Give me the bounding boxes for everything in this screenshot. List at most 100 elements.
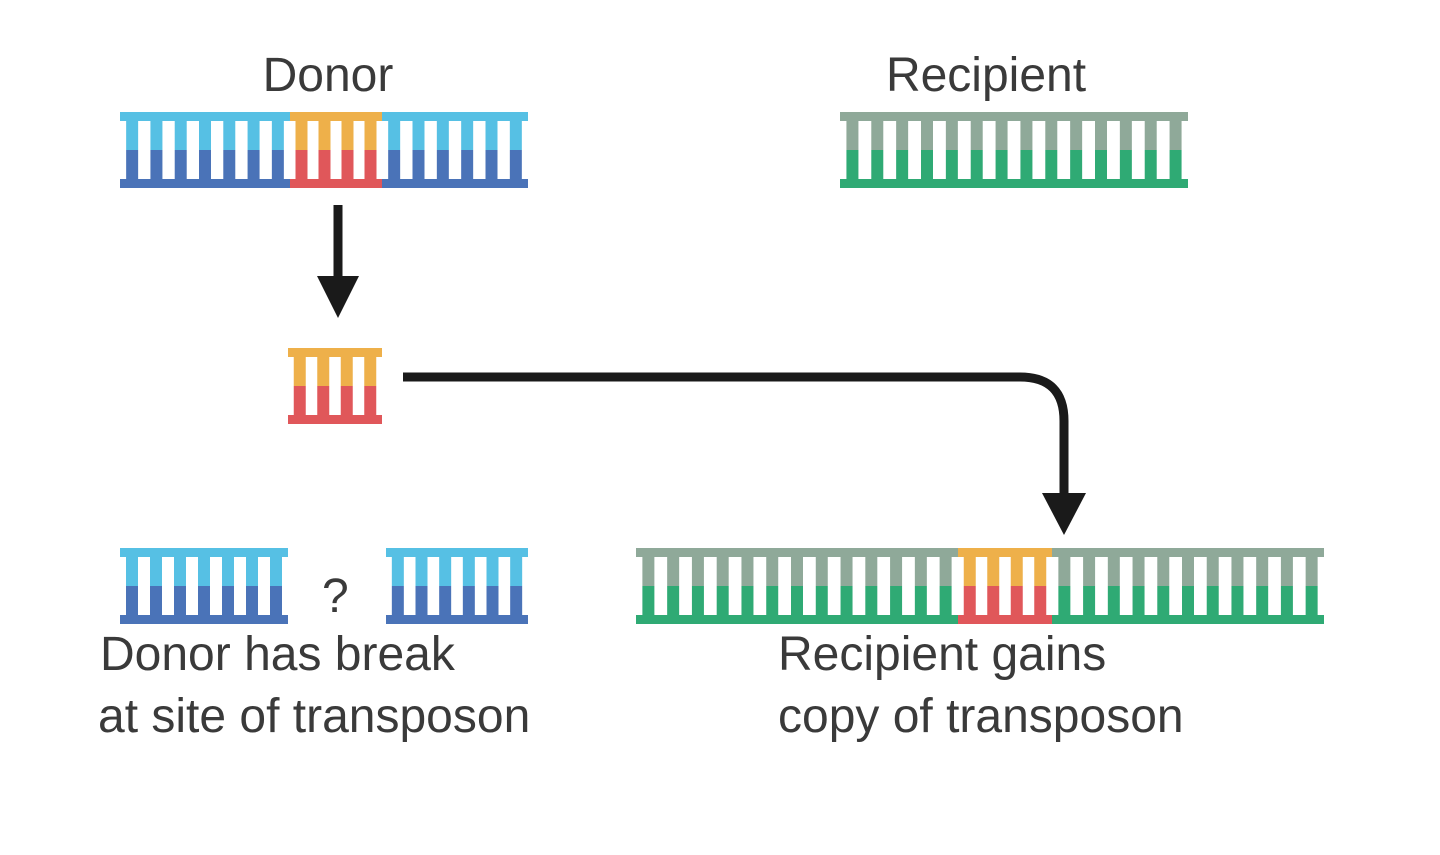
inserted-transposon-base-pair (987, 548, 1000, 624)
recipient-left-section-base-pair (716, 548, 729, 624)
recipient-result-line2: copy of transposon (778, 690, 1184, 743)
donor-right-section-base-pair (388, 112, 401, 188)
donor-transposon-base-pair (364, 112, 377, 188)
donor-left-section-base-pair (199, 112, 211, 188)
broken-donor-right-bottom-strand (386, 615, 528, 624)
recipient-right-section-base-pair (1182, 548, 1194, 624)
donor-right-section-bottom-strand (382, 179, 528, 188)
cut-out-arrow-head (317, 276, 359, 318)
donor-left-section-base-pair (271, 112, 284, 188)
recipient-dna-base-pair (1070, 112, 1083, 188)
recipient-result-line1: Recipient gains (778, 628, 1107, 681)
recipient-dna (840, 112, 1188, 188)
inserted-transposon-base-pair (1034, 548, 1047, 624)
donor-left-section-base-pair (150, 112, 163, 188)
recipient-right-section-base-pair (1083, 548, 1096, 624)
recipient-right-section-base-pair (1157, 548, 1170, 624)
excised-transposon-base-pair (293, 348, 306, 424)
recipient-left-section-base-pair (840, 548, 853, 624)
donor-transposon-base-pair (318, 112, 331, 188)
donor-right-section-base-pair (461, 112, 474, 188)
recipient-dna-base-pair (1144, 112, 1157, 188)
recipient-dna-base-pair (1169, 112, 1182, 188)
recipient-dna-top-strand (840, 112, 1188, 121)
donor-right-section-base-pair (485, 112, 498, 188)
donor-transposon-base-pair (295, 112, 308, 188)
recipient-left-section-base-pair (914, 548, 927, 624)
donor-left-section-base-pair (223, 112, 236, 188)
broken-donor-left-base-pair (222, 548, 234, 624)
recipient-right-section-base-pair (1206, 548, 1219, 624)
recipient-right-section (1052, 548, 1324, 624)
donor-transposon-bottom-strand (290, 179, 382, 188)
recipient-title: Recipient (885, 49, 1087, 102)
recipient-dna-base-pair (1045, 112, 1058, 188)
insertion-arrow (403, 372, 1086, 535)
broken-donor-right-base-pair (391, 548, 404, 624)
recipient-left-section-base-pair (791, 548, 803, 624)
recipient-dna-base-pair (1020, 112, 1033, 188)
broken-donor-right-base-pair (486, 548, 499, 624)
recipient-dna-base-pair (846, 112, 859, 188)
donor-transposon (290, 112, 382, 188)
recipient-left-section-base-pair (741, 548, 754, 624)
recipient-dna-base-pair (1119, 112, 1132, 188)
broken-donor-left-base-pair (126, 548, 138, 624)
broken-donor-left-base-pair (174, 548, 186, 624)
broken-donor-right (386, 548, 528, 624)
inserted-transposon-base-pair (963, 548, 976, 624)
broken-donor-right-base-pair (510, 548, 523, 624)
excised-transposon-base-pair (317, 348, 330, 424)
excised-transposon-base-pair (364, 348, 377, 424)
donor-right-section-base-pair (412, 112, 425, 188)
recipient-left-section-base-pair (691, 548, 704, 624)
donor-left-section-base-pair (174, 112, 187, 188)
excised-transposon (288, 348, 382, 424)
donor-right-section-top-strand (382, 112, 528, 121)
recipient-left-section-base-pair (939, 548, 952, 624)
recipient-right-section-base-pair (1305, 548, 1318, 624)
recipient-dna-bottom-strand (840, 179, 1188, 188)
broken-donor-right-top-strand (386, 548, 528, 557)
donor-right-section (382, 112, 528, 188)
recipient-right-section-base-pair (1132, 548, 1145, 624)
donor-right-section-base-pair (436, 112, 449, 188)
broken-donor-left (120, 548, 288, 624)
broken-donor-left-base-pair (150, 548, 162, 624)
donor-left-section-base-pair (247, 112, 260, 188)
recipient-dna-base-pair (871, 112, 884, 188)
recipient-left-section-base-pair (815, 548, 828, 624)
excised-transposon-bottom-strand (288, 415, 382, 424)
donor-transposon-base-pair (341, 112, 354, 188)
broken-donor-left-base-pair (270, 548, 282, 624)
donor-left-section-base-pair (126, 112, 139, 188)
broken-donor-right-base-pair (462, 548, 475, 624)
insertion-arrow-shaft (403, 372, 1069, 497)
broken-donor-right-base-pair (439, 548, 452, 624)
recipient-left-section-base-pair (766, 548, 779, 624)
cut-out-arrow (317, 205, 359, 318)
recipient-left-section-base-pair (667, 548, 680, 624)
recipient-dna-base-pair (896, 112, 909, 188)
recipient-left-section (636, 548, 958, 624)
recipient-dna-base-pair (995, 112, 1008, 188)
inserted-transposon (958, 548, 1052, 624)
recipient-dna-base-pair (921, 112, 933, 188)
donor-left-section (120, 112, 290, 188)
donor-result-line1: Donor has break (100, 628, 455, 681)
break-question-mark: ? (322, 570, 349, 623)
excised-transposon-top-strand (288, 348, 382, 357)
recipient-right-section-base-pair (1256, 548, 1269, 624)
donor-result-line2: at site of transposon (98, 690, 531, 743)
donor-transposon-top-strand (290, 112, 382, 121)
recipient-left-section-base-pair (890, 548, 903, 624)
recipient-dna-base-pair (945, 112, 958, 188)
donor-right-section-base-pair (509, 112, 522, 188)
recipient-right-section-base-pair (1231, 548, 1244, 624)
broken-donor-left-base-pair (198, 548, 210, 624)
inserted-transposon-base-pair (1010, 548, 1023, 624)
recipient-right-section-base-pair (1107, 548, 1120, 624)
inserted-transposon-bottom-strand (958, 615, 1052, 624)
recipient-left-section-base-pair (642, 548, 655, 624)
